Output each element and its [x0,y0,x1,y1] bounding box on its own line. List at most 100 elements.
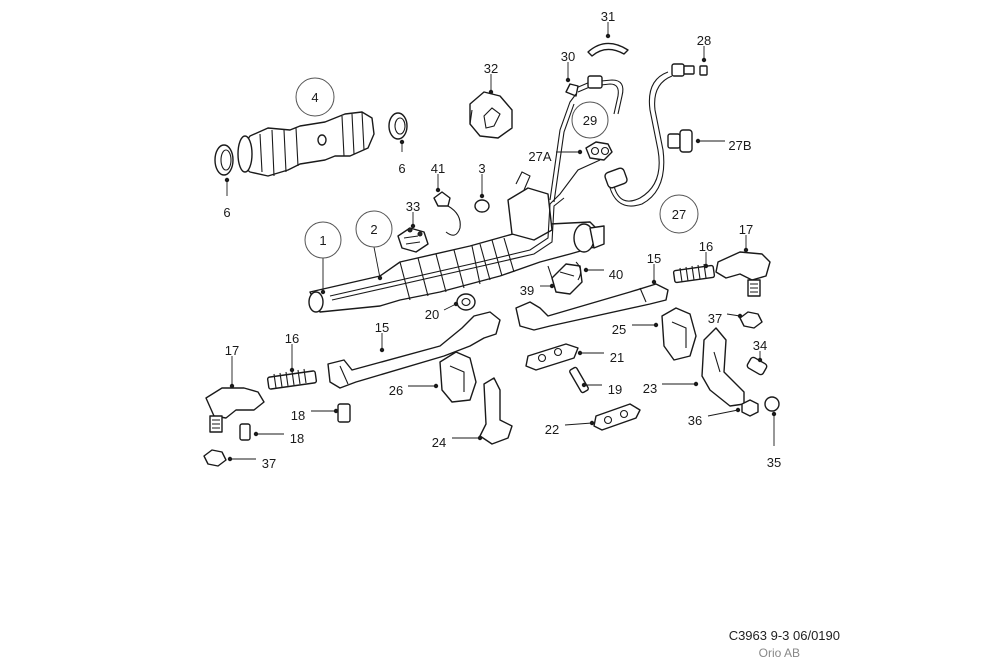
callout-label: 27 [672,207,686,222]
part-3-o-ring [474,199,490,213]
callout-leader-dot [757,357,763,363]
callout-leader-dot [433,383,439,389]
part-26-rubber-mount [439,351,477,403]
part-36-washer-nut [741,399,759,417]
callout-label: 20 [425,307,439,322]
callout-leader-dot [577,149,583,155]
callout-label: 16 [285,331,299,346]
callout-label: 21 [610,350,624,365]
callout-label: 37 [708,311,722,326]
callout-leader-dot [477,435,483,441]
callout-label: 35 [767,455,781,470]
callout-c41: 41 [431,161,445,193]
callout-c21: 21 [577,350,624,365]
callout-label: 31 [601,9,615,24]
callout-c34: 34 [753,338,767,363]
callout-label: 40 [609,267,623,282]
callout-leader-line [564,422,593,426]
callout-c28: 28 [697,33,711,63]
callout-label: 33 [406,199,420,214]
part-37-nut-right [739,311,763,329]
callout-c40: 40 [583,267,623,282]
callout-label: 28 [697,33,711,48]
callout-leader-dot [379,347,385,353]
callout-label: 18 [291,408,305,423]
callout-label: 6 [398,161,405,176]
callout-leader-dot [577,350,583,356]
callout-label: 19 [608,382,622,397]
callout-leader-dot [435,187,441,193]
callout-leader-dot [224,177,230,183]
callout-circle [295,77,335,117]
callout-leader-dot [333,408,339,414]
callout-leader-dot [695,138,701,144]
part-4-bellows-boot [237,111,375,177]
callout-circle [659,194,699,234]
callout-leader-line [707,409,739,417]
part-40-clip [547,261,582,281]
callout-leader-dot [253,431,259,437]
callout-leader-dot [743,247,749,253]
callout-leader-dot [565,77,571,83]
part-29-pressure-pipe [565,75,624,115]
part-27A-seal-washers [585,141,613,161]
callout-leader-dot [229,383,235,389]
callout-c36: 36 [688,407,741,428]
callout-c16b: 16 [285,331,299,373]
callout-c2: 2 [355,210,393,281]
part-25-rubber-mount [661,307,697,361]
callout-c18b: 18 [253,431,304,446]
callout-c6a: 6 [223,177,231,220]
callout-leader-dot [320,289,326,295]
part-32-mount-bushing [469,91,513,139]
callout-leader-dot [735,407,741,413]
callout-leader-dot [479,193,485,199]
callout-leader-dot [377,275,383,281]
callout-c25: 25 [612,322,659,337]
part-17-tie-rod-end-left [205,387,265,433]
part-27-return-line [604,71,673,207]
callout-c19: 19 [581,382,622,397]
part-6-clamp-ring-left [214,144,234,176]
part-28-union-fitting [671,63,708,77]
callout-c15b: 15 [375,320,389,353]
callout-leader-dot [651,279,657,285]
callout-c35: 35 [767,411,781,470]
callout-label: 22 [545,422,559,437]
part-35-bolt [764,396,780,412]
part-16-threaded-rod-right [672,263,716,284]
callout-label: 2 [370,222,377,237]
callout-label: 1 [319,233,326,248]
callout-c37b: 37 [227,456,276,471]
callout-c23: 23 [643,381,699,396]
callout-leader-dot [771,411,777,417]
part-41-retaining-clip [433,191,461,236]
part-23-bracket-right [701,327,745,407]
callout-circle [355,210,393,248]
callout-label: 29 [583,113,597,128]
callout-label: 37 [262,456,276,471]
callout-label: 18 [290,431,304,446]
callout-label: 16 [699,239,713,254]
part-16-threaded-rod-left [266,368,318,390]
callout-leader-dot [653,322,659,328]
callout-label: 3 [478,161,485,176]
callout-leader-dot [703,263,709,269]
callout-label: 17 [225,343,239,358]
part-1-rack-housing [308,93,605,313]
callout-leader-dot [581,382,587,388]
callout-label: 6 [223,205,230,220]
part-19-stud [569,366,589,394]
callout-label: 39 [520,283,534,298]
callout-c27: 27 [659,194,699,234]
callout-label: 27A [528,149,551,164]
callout-c37a: 37 [708,311,743,326]
callout-leader-dot [227,456,233,462]
callout-c24: 24 [432,435,483,450]
callout-leader-dot [583,267,589,273]
callout-label: 25 [612,322,626,337]
callout-leader-dot [701,57,707,63]
part-21-clamp-plate [525,343,579,371]
